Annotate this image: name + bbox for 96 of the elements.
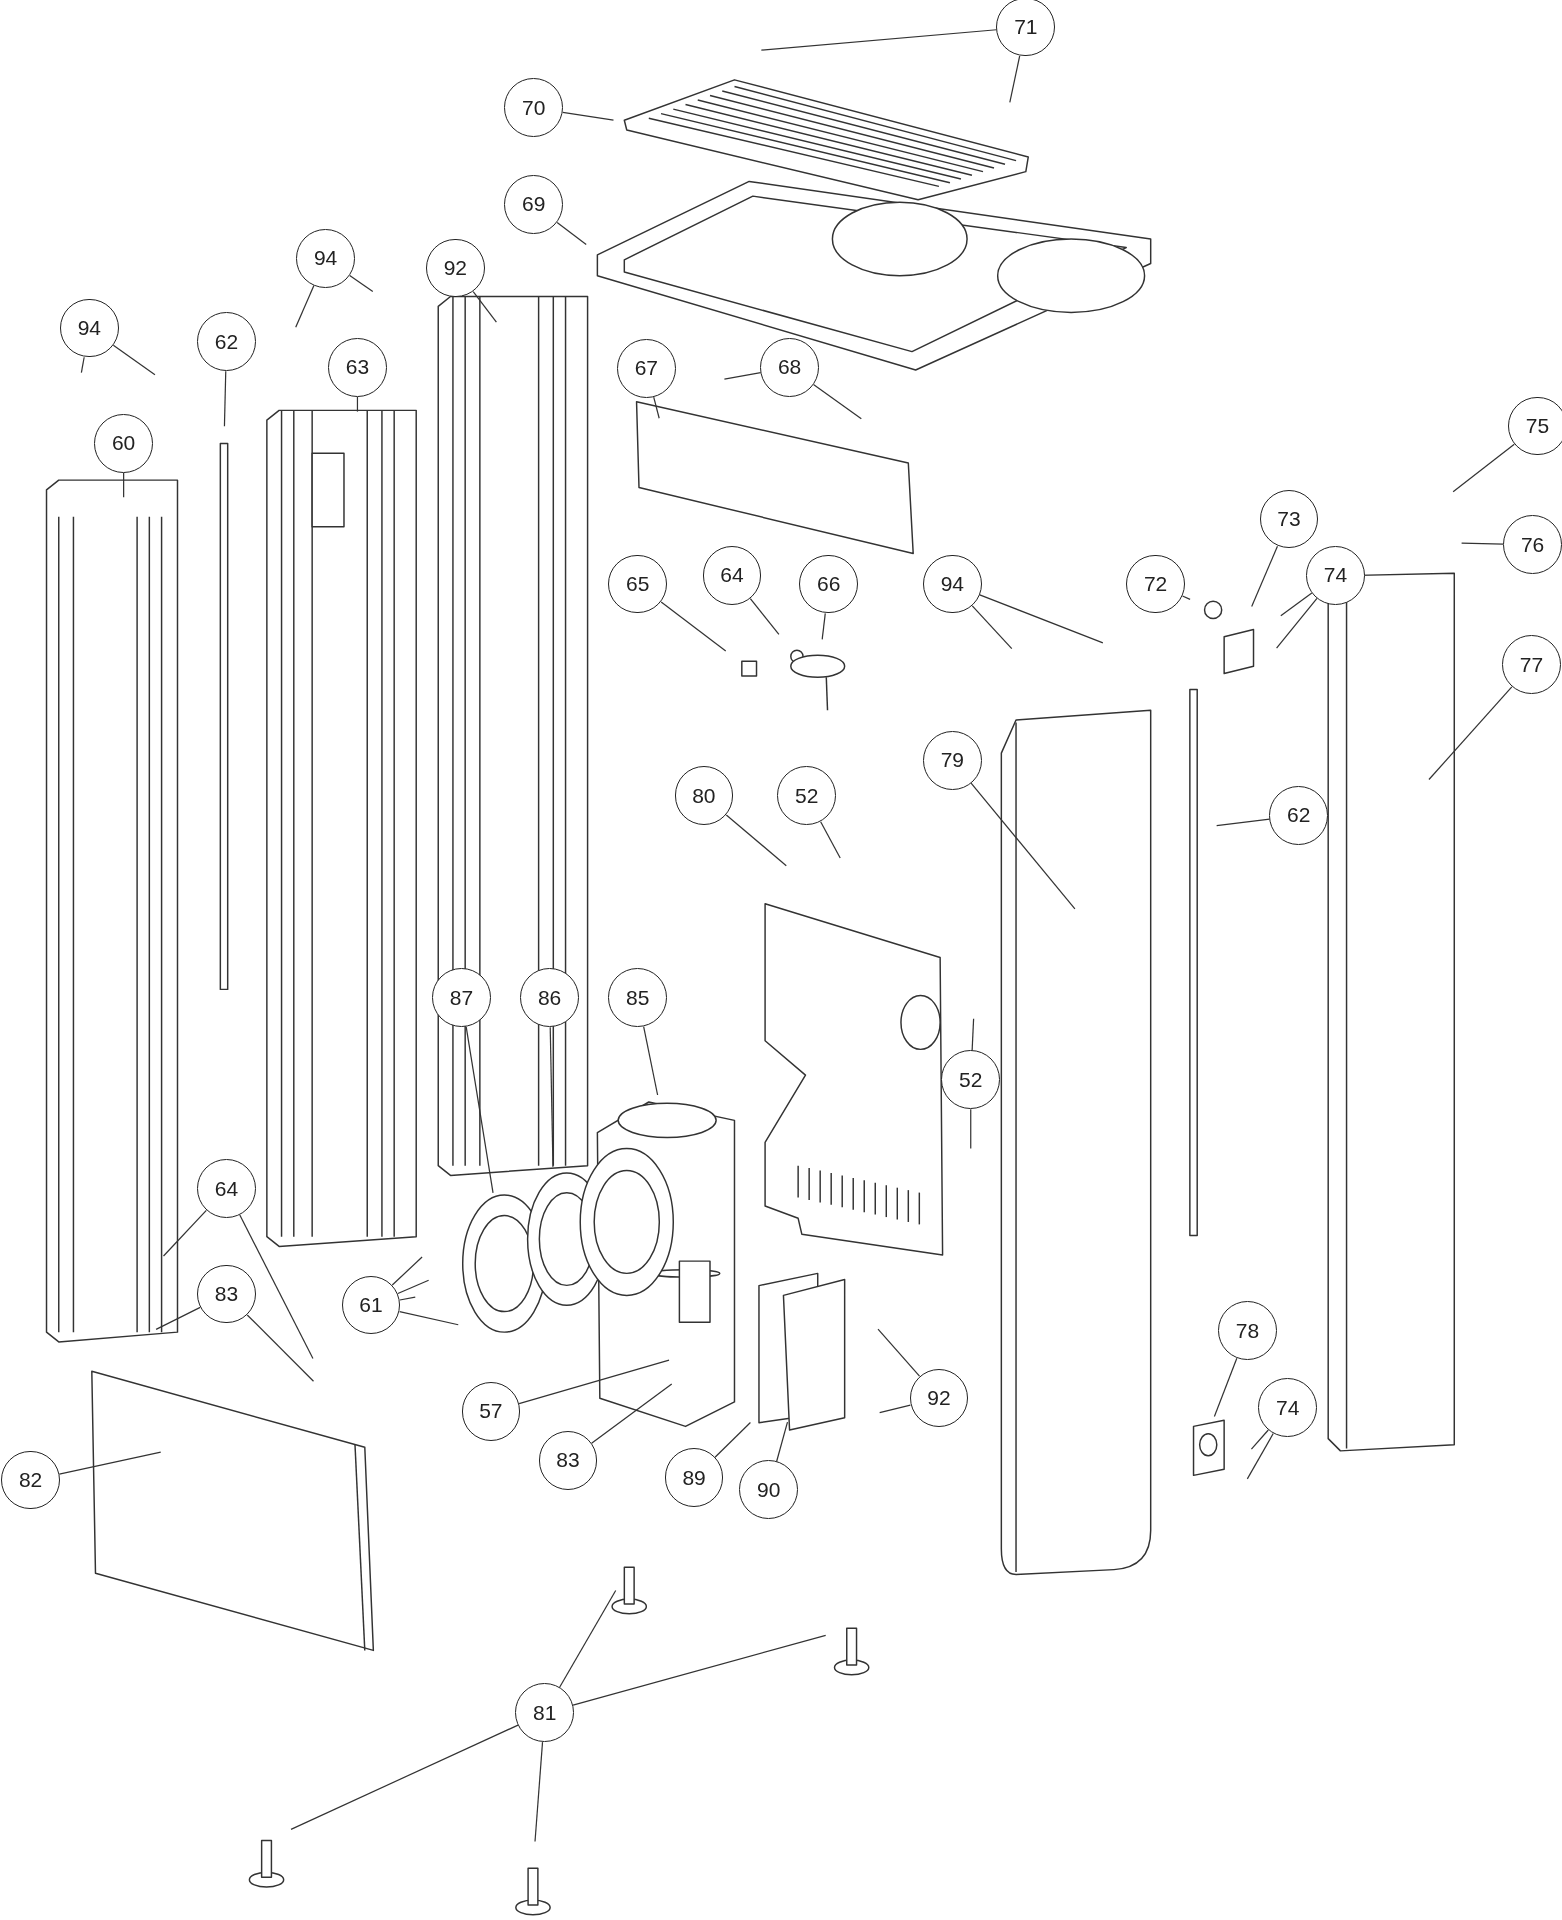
leader-line: [591, 1383, 673, 1444]
callout-number: 67: [616, 339, 676, 398]
leader-line: [723, 372, 762, 380]
leader-line: [562, 111, 615, 121]
callout-number: 85: [608, 968, 668, 1028]
leader-line: [653, 396, 660, 419]
leader-line: [970, 1108, 972, 1150]
callout-number: 62: [1269, 785, 1329, 845]
leader-line: [246, 1314, 315, 1382]
leader-line: [971, 605, 1013, 650]
callout-number: 82: [1, 1450, 60, 1510]
callout-number: 92: [426, 238, 485, 298]
leader-line: [971, 1018, 975, 1052]
leader-line: [714, 1421, 751, 1458]
callout-number: 76: [1503, 515, 1562, 575]
callout-number: 89: [664, 1448, 724, 1507]
callout-number: 79: [923, 730, 982, 790]
leader-line: [1246, 1432, 1274, 1480]
leader-line: [1280, 592, 1313, 617]
leader-line: [1213, 1357, 1238, 1418]
callout-number: 63: [328, 337, 387, 397]
leader-line: [465, 1026, 494, 1194]
callout-number: 92: [909, 1368, 969, 1428]
leader-line: [572, 1634, 827, 1706]
callout-number: 70: [504, 78, 564, 138]
leader-line: [398, 1311, 459, 1326]
leader-line: [349, 274, 374, 293]
callout-number: 94: [59, 298, 119, 358]
callout-number: 66: [799, 554, 859, 614]
callout-number: 68: [760, 337, 819, 397]
callout-number: 80: [674, 766, 734, 826]
leader-line: [1181, 595, 1191, 600]
callout-number: 52: [941, 1050, 1001, 1110]
callout-number: 72: [1126, 554, 1185, 614]
callout-number: 83: [197, 1264, 256, 1324]
leader-line: [534, 1741, 544, 1843]
leader-line: [549, 1026, 554, 1168]
leader-line: [660, 601, 727, 652]
leader-line: [1250, 1429, 1269, 1450]
leader-line: [643, 1026, 659, 1096]
callout-number: 78: [1218, 1301, 1277, 1360]
callout-number: 77: [1502, 635, 1561, 695]
callout-number: 74: [1258, 1378, 1318, 1438]
leader-line: [223, 370, 227, 427]
leader-line: [399, 1296, 416, 1301]
callout-number: 74: [1306, 545, 1365, 605]
leader-line: [123, 472, 125, 498]
leader-line: [155, 1306, 201, 1330]
callout-number: 57: [461, 1382, 521, 1441]
leader-line: [391, 1256, 423, 1286]
leader-line: [1461, 542, 1504, 545]
leader-line: [1251, 545, 1279, 607]
callout-number: 83: [538, 1431, 598, 1490]
leader-line: [725, 814, 787, 867]
callout-number: 62: [197, 312, 256, 371]
leader-line: [397, 1279, 430, 1295]
callout-number: 61: [341, 1275, 401, 1335]
callout-number: 65: [608, 554, 668, 614]
leader-line: [295, 284, 315, 328]
leader-line: [112, 344, 156, 376]
callout-number: 52: [777, 766, 837, 826]
leader-line: [1275, 597, 1318, 649]
leader-line: [162, 1209, 207, 1257]
leader-line: [879, 1404, 911, 1414]
leader-line: [821, 612, 826, 640]
leader-line: [80, 356, 85, 374]
callout-number: 73: [1259, 489, 1319, 549]
leader-line: [979, 594, 1104, 644]
callout-number: 60: [94, 413, 153, 473]
callout-number: 94: [296, 228, 355, 288]
leader-line: [556, 221, 587, 246]
leader-line: [970, 782, 1076, 910]
leader-line: [760, 29, 998, 51]
leader-line: [518, 1359, 670, 1405]
leader-line: [1009, 55, 1021, 103]
callout-number: 64: [702, 545, 762, 605]
leader-line: [775, 1421, 789, 1463]
leader-line: [820, 821, 841, 859]
callout-number: 71: [996, 0, 1056, 57]
leader-line: [812, 383, 862, 420]
leader-line: [749, 598, 780, 636]
leader-line: [1428, 686, 1513, 781]
leader-line: [290, 1724, 519, 1830]
leader-line: [1452, 443, 1515, 493]
leader-line: [239, 1214, 314, 1360]
callout-number: 75: [1508, 396, 1562, 456]
callout-number: 90: [739, 1460, 799, 1520]
callout-number: 64: [197, 1159, 256, 1218]
leader-line: [1216, 818, 1271, 827]
leader-line: [472, 291, 497, 323]
callout-number: 94: [923, 554, 982, 614]
callout-number: 69: [504, 175, 564, 234]
callout-number: 81: [515, 1683, 575, 1742]
leader-line: [877, 1328, 921, 1377]
leader-line: [558, 1589, 617, 1689]
leader-line: [58, 1451, 162, 1475]
